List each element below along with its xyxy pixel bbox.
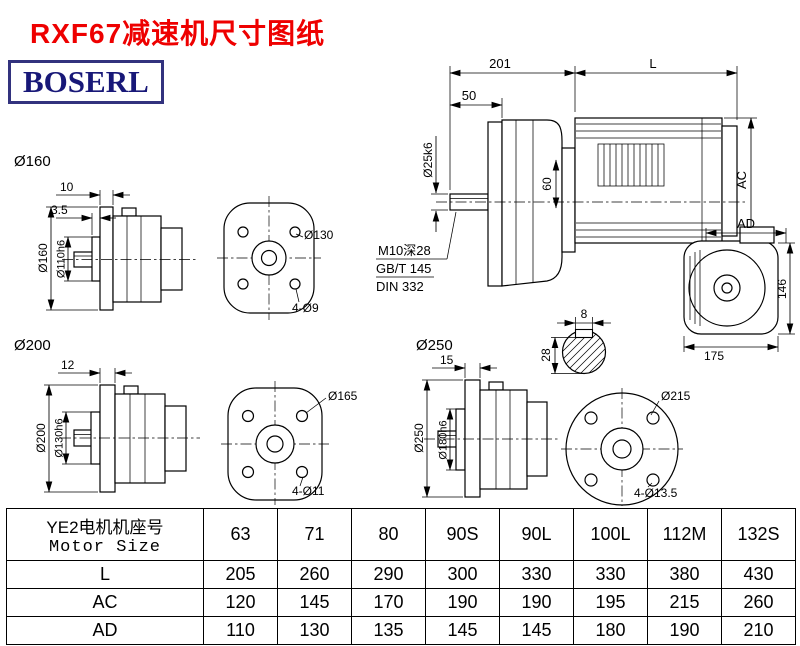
- col-header-100L: 100L: [573, 508, 648, 561]
- dim-label-bolt-circle-130: Ø130: [304, 228, 334, 242]
- table-row-L: L 205 260 290 300 330 330 380 430: [6, 560, 796, 589]
- table-cell: 170: [351, 588, 426, 617]
- table-cell: 180: [573, 616, 648, 645]
- dim-label-holes-4x9: 4-Ø9: [292, 301, 319, 315]
- table-cell: 110: [203, 616, 278, 645]
- table-cell: 260: [277, 560, 352, 589]
- table-cell: 195: [573, 588, 648, 617]
- table-cell: 145: [277, 588, 352, 617]
- table-cell: 215: [647, 588, 722, 617]
- table-cell: 190: [425, 588, 500, 617]
- dim-label-AD: AD: [737, 216, 755, 231]
- col-header-112M: 112M: [647, 508, 722, 561]
- flange250-front-view: Ø215 4-Ø13.5: [561, 388, 691, 506]
- col-header-71: 71: [277, 508, 352, 561]
- dim-label-key-depth: 28: [539, 348, 553, 362]
- flange200-front-view: Ø165 4-Ø11: [221, 381, 358, 505]
- table-cell: 210: [721, 616, 796, 645]
- table-cell: 430: [721, 560, 796, 589]
- table-cell: 330: [573, 560, 648, 589]
- dim-label-146: 146: [775, 279, 789, 299]
- dim-label-60: 60: [540, 177, 554, 191]
- table-cell: 145: [499, 616, 574, 645]
- dim-label-holes-4x11: 4-Ø11: [292, 484, 325, 498]
- dim-label-10: 10: [60, 180, 74, 194]
- dim-label-od-160: Ø160: [36, 243, 50, 273]
- col-header-90L: 90L: [499, 508, 574, 561]
- table-cell: 300: [425, 560, 500, 589]
- dim-label-od-200: Ø200: [34, 423, 48, 453]
- dim-label-12: 12: [61, 358, 75, 372]
- col-header-63: 63: [203, 508, 278, 561]
- note-thread: M10深28: [378, 243, 431, 258]
- dim-label-bolt-circle-165: Ø165: [328, 389, 358, 403]
- motor-dimension-table: YE2电机机座号 Motor Size 63 71 80 90S 90L 100…: [6, 508, 796, 645]
- motor-end-view: AD 146 175: [683, 216, 795, 363]
- note-gb-standard: GB/T 145: [376, 261, 431, 276]
- motor-size-label-en: Motor Size: [48, 537, 162, 557]
- page-title: RXF67减速机尺寸图纸: [30, 18, 326, 49]
- col-header-132S: 132S: [721, 508, 796, 561]
- dim-label-AC: AC: [734, 171, 749, 189]
- dim-label-key-width: 8: [581, 307, 588, 321]
- col-header-80: 80: [351, 508, 426, 561]
- row-label-L: L: [6, 560, 204, 589]
- table-row-AD: AD 110 130 135 145 145 180 190 210: [6, 616, 796, 645]
- table-header-motor-size: YE2电机机座号 Motor Size: [6, 508, 204, 561]
- table-cell: 380: [647, 560, 722, 589]
- key-section-detail: 8 28: [539, 307, 611, 375]
- flange200-side-view: Ø200 12 Ø200 Ø130h6: [14, 337, 200, 493]
- dim-label-L: L: [649, 56, 656, 71]
- dim-label-spigot-110: Ø110h6: [56, 240, 68, 278]
- table-cell: 290: [351, 560, 426, 589]
- dim-label-spigot-180: Ø180h6: [438, 420, 450, 459]
- flange160-side-view: Ø160 10 3.5 Ø160: [14, 153, 196, 311]
- table-cell: 205: [203, 560, 278, 589]
- table-cell: 260: [721, 588, 796, 617]
- dim-label-201: 201: [489, 56, 511, 71]
- table-row-AC: AC 120 145 170 190 190 195 215 260: [6, 588, 796, 617]
- row-label-AD: AD: [6, 616, 204, 645]
- table-cell: 190: [647, 616, 722, 645]
- flange250-side-view: Ø250 15 Ø250 Ø180h6: [412, 337, 560, 498]
- row-label-AC: AC: [6, 588, 204, 617]
- dim-label-175: 175: [704, 349, 724, 363]
- table-cell: 145: [425, 616, 500, 645]
- dim-label-15: 15: [440, 353, 454, 367]
- series-label-160: Ø160: [14, 153, 51, 170]
- table-cell: 120: [203, 588, 278, 617]
- dim-label-50: 50: [462, 88, 476, 103]
- series-label-250: Ø250: [416, 337, 453, 354]
- dim-label-bolt-circle-215: Ø215: [661, 389, 691, 403]
- dim-label-od-250: Ø250: [412, 423, 426, 453]
- table-cell: 130: [277, 616, 352, 645]
- table-cell: 135: [351, 616, 426, 645]
- main-assembly-view: 201 L 50 Ø25k6 60 AC M10深28 GB/T 145 DIN…: [376, 56, 757, 294]
- brand-logo: BOSERL: [8, 60, 164, 104]
- series-label-200: Ø200: [14, 337, 51, 354]
- technical-drawing: 201 L 50 Ø25k6 60 AC M10深28 GB/T 145 DIN…: [14, 56, 795, 506]
- flange160-front-view: Ø130 4-Ø9: [217, 196, 334, 320]
- dim-label-shaft-diameter: Ø25k6: [421, 142, 435, 178]
- dim-label-holes-4x13-5: 4-Ø13.5: [634, 486, 678, 500]
- note-din-standard: DIN 332: [376, 279, 424, 294]
- table-cell: 190: [499, 588, 574, 617]
- col-header-90S: 90S: [425, 508, 500, 561]
- dim-label-spigot-130: Ø130h6: [54, 418, 66, 457]
- motor-size-label-cn: YE2电机机座号: [46, 517, 164, 537]
- dim-label-3-5: 3.5: [51, 203, 68, 217]
- table-cell: 330: [499, 560, 574, 589]
